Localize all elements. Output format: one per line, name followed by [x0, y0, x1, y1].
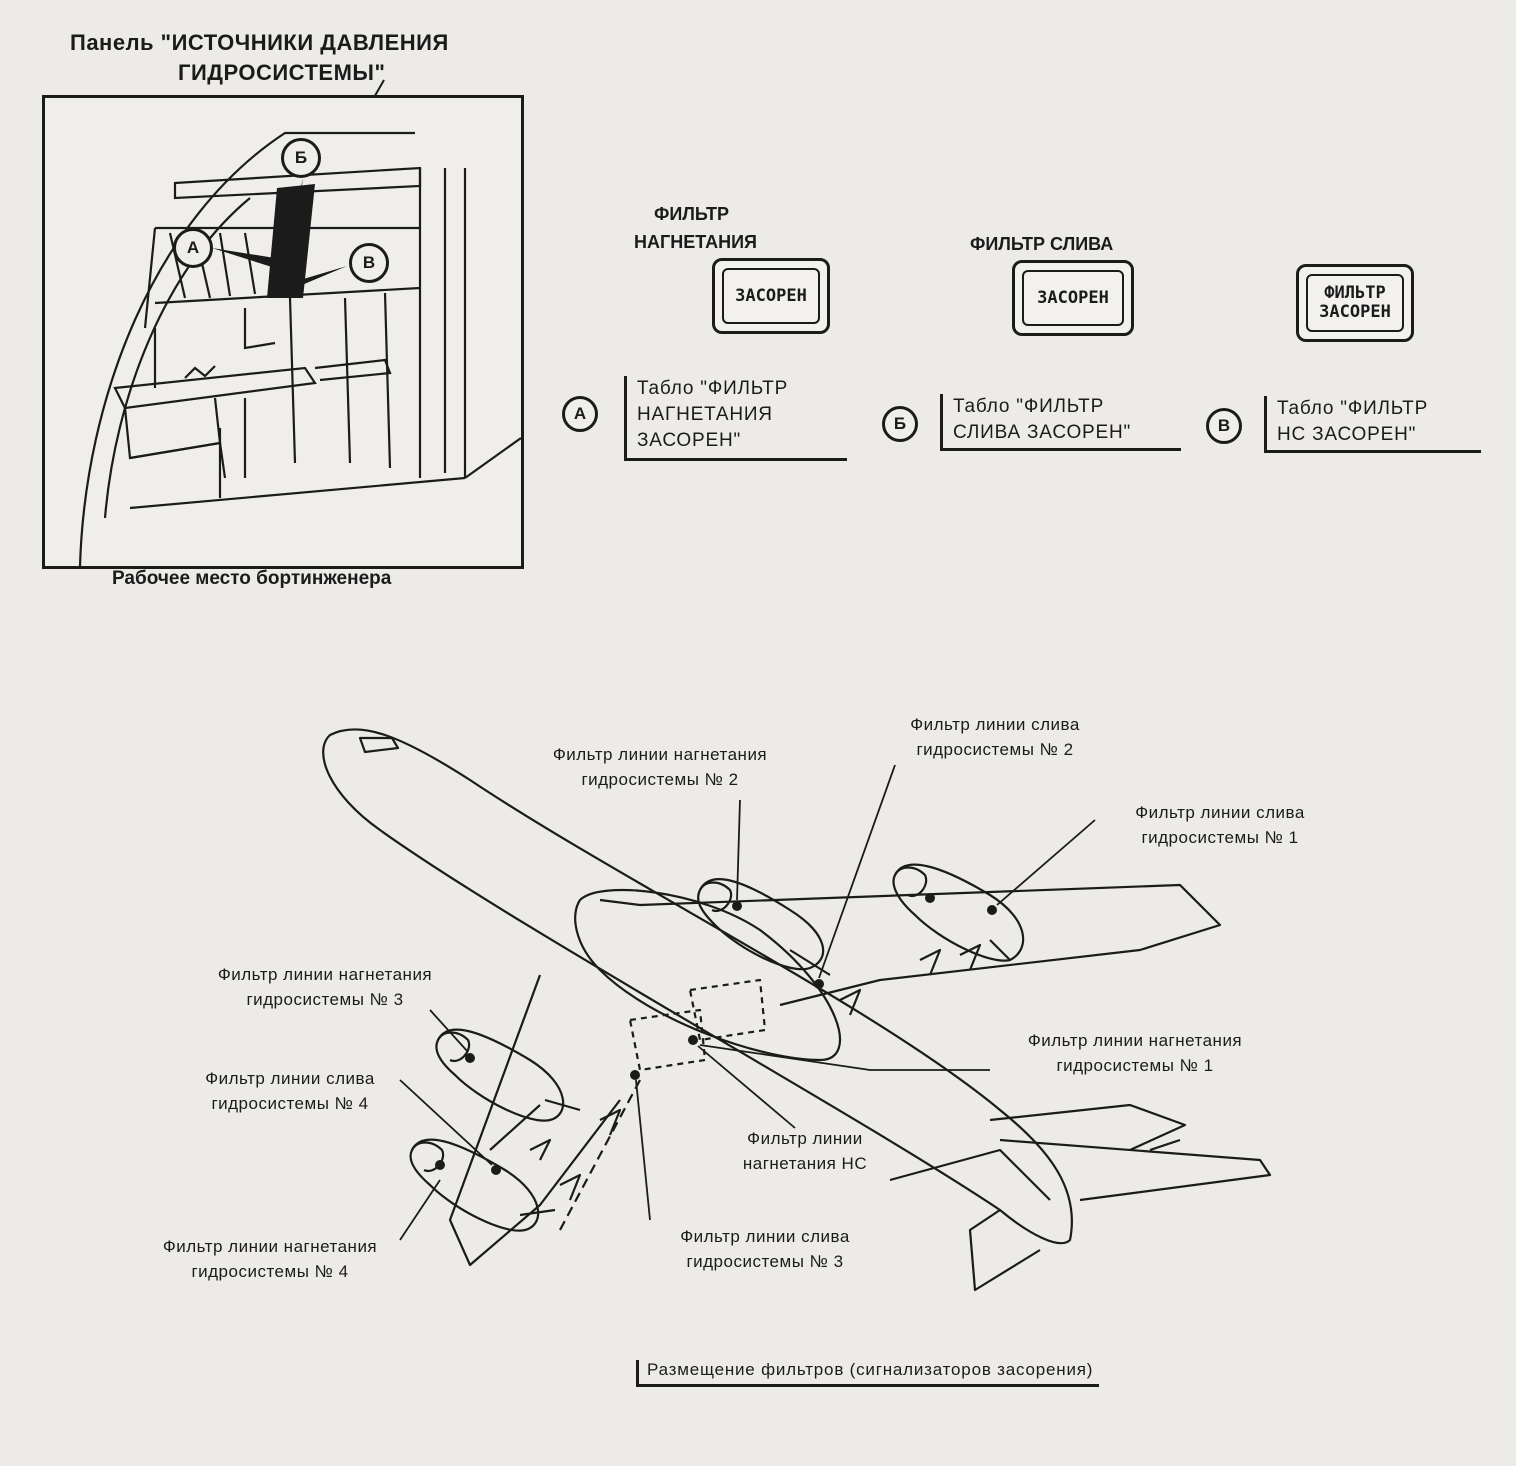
legend-a-line1: Табло "ФИЛЬТР — [637, 378, 789, 399]
label-drain-3-line1: Фильтр линии слива — [680, 1227, 850, 1246]
panel-title-line2: ГИДРОСИСТЕМЫ" — [178, 60, 386, 85]
label-drain-1-line2: гидросистемы № 1 — [1141, 828, 1299, 847]
label-drain-2-line1: Фильтр линии слива — [910, 715, 1080, 734]
label-drain-4: Фильтр линии слива гидросистемы № 4 — [160, 1066, 420, 1116]
label-press-ns-line2: нагнетания НС — [742, 1154, 868, 1173]
figure-caption: Размещение фильтров (сигнализаторов засо… — [636, 1360, 1100, 1387]
label-press-3: Фильтр линии нагнетания гидросистемы № 3 — [165, 962, 485, 1012]
label-press-3-line1: Фильтр линии нагнетания — [217, 965, 433, 984]
legend-v-line2: НС ЗАСОРЕН" — [1277, 424, 1417, 445]
fuselage — [322, 728, 1073, 1245]
legend-v: Табло "ФИЛЬТР НС ЗАСОРЕН" — [1264, 396, 1481, 453]
label-press-2-line2: гидросистемы № 2 — [581, 770, 739, 789]
annunciator-1-header: ФИЛЬТР НАГНЕТАНИЯ — [634, 200, 757, 256]
label-drain-1-line1: Фильтр линии слива — [1135, 803, 1305, 822]
marker-b: Б — [281, 138, 321, 178]
legend-a: Табло "ФИЛЬТР НАГНЕТАНИЯ ЗАСОРЕН" — [624, 376, 847, 461]
legend-b: Табло "ФИЛЬТР СЛИВА ЗАСОРЕН" — [940, 394, 1181, 451]
label-drain-4-line1: Фильтр линии слива — [205, 1069, 375, 1088]
label-press-ns-line1: Фильтр линии — [747, 1129, 863, 1148]
legend-a-line2: НАГНЕТАНИЯ — [637, 404, 773, 425]
panel-title-line1: Панель "ИСТОЧНИКИ ДАВЛЕНИЯ — [70, 30, 449, 55]
label-drain-2-line2: гидросистемы № 2 — [916, 740, 1074, 759]
engine-1 — [892, 863, 1025, 962]
label-press-4-line2: гидросистемы № 4 — [191, 1262, 349, 1281]
legend-b-mark: Б — [882, 406, 918, 442]
annunciator-3-lamp-text-2: ЗАСОРЕН — [1319, 302, 1391, 322]
label-press-4-line1: Фильтр линии нагнетания — [162, 1237, 378, 1256]
panel-title: Панель "ИСТОЧНИКИ ДАВЛЕНИЯ ГИДРОСИСТЕМЫ" — [70, 28, 510, 88]
engine-4 — [409, 1138, 540, 1232]
annunciator-2-header: ФИЛЬТР СЛИВА — [970, 230, 1113, 258]
vertical-tail — [989, 1103, 1187, 1152]
right-wing — [639, 883, 1222, 1007]
left-wing — [448, 974, 621, 1267]
annunciator-2-lamp: ЗАСОРЕН — [1012, 260, 1134, 336]
legend-v-mark: В — [1206, 408, 1242, 444]
annunciator-1-header-line2: НАГНЕТАНИЯ — [634, 232, 757, 252]
annunciator-2-header-line1: ФИЛЬТР СЛИВА — [970, 234, 1114, 254]
cockpit-drawing — [78, 131, 522, 567]
label-drain-2: Фильтр линии слива гидросистемы № 2 — [860, 712, 1130, 762]
label-press-1: Фильтр линии нагнетания гидросистемы № 1 — [975, 1028, 1295, 1078]
label-press-2: Фильтр линии нагнетания гидросистемы № 2 — [505, 742, 815, 792]
annunciator-1-lamp-text: ЗАСОРЕН — [735, 285, 807, 306]
legend-a-mark: А — [562, 396, 598, 432]
label-press-4: Фильтр линии нагнетания гидросистемы № 4 — [110, 1234, 430, 1284]
marker-a: А — [173, 228, 213, 268]
cockpit-caption: Рабочее место бортинженера — [112, 568, 392, 589]
annunciator-1-lamp: ЗАСОРЕН — [712, 258, 830, 334]
label-drain-3-line2: гидросистемы № 3 — [686, 1252, 844, 1271]
legend-b-line1: Табло "ФИЛЬТР — [953, 396, 1105, 417]
legend-b-line2: СЛИВА ЗАСОРЕН" — [953, 422, 1132, 443]
label-press-1-line1: Фильтр линии нагнетания — [1027, 1031, 1243, 1050]
engine-2 — [697, 878, 825, 971]
annunciator-2-lamp-text: ЗАСОРЕН — [1037, 287, 1109, 308]
annunciator-1-header-line1: ФИЛЬТР — [654, 204, 730, 224]
annunciator-3-lamp-text-1: ФИЛЬТР — [1324, 283, 1386, 303]
engine-3 — [435, 1028, 565, 1122]
annunciator-3-lamp: ФИЛЬТР ЗАСОРЕН — [1296, 264, 1414, 342]
legend-a-line3: ЗАСОРЕН" — [637, 430, 742, 451]
label-press-2-line1: Фильтр линии нагнетания — [552, 745, 768, 764]
cockpit-marker-leaders — [212, 178, 347, 290]
label-press-ns: Фильтр линии нагнетания НС — [700, 1126, 910, 1176]
legend-v-line1: Табло "ФИЛЬТР — [1277, 398, 1429, 419]
label-drain-1: Фильтр линии слива гидросистемы № 1 — [1085, 800, 1355, 850]
label-press-3-line2: гидросистемы № 3 — [246, 990, 404, 1009]
label-press-1-line2: гидросистемы № 1 — [1056, 1056, 1214, 1075]
cockpit-illustration: Б А В — [42, 95, 524, 569]
label-drain-3: Фильтр линии слива гидросистемы № 3 — [630, 1224, 900, 1274]
label-drain-4-line2: гидросистемы № 4 — [211, 1094, 369, 1113]
marker-v: В — [349, 243, 389, 283]
